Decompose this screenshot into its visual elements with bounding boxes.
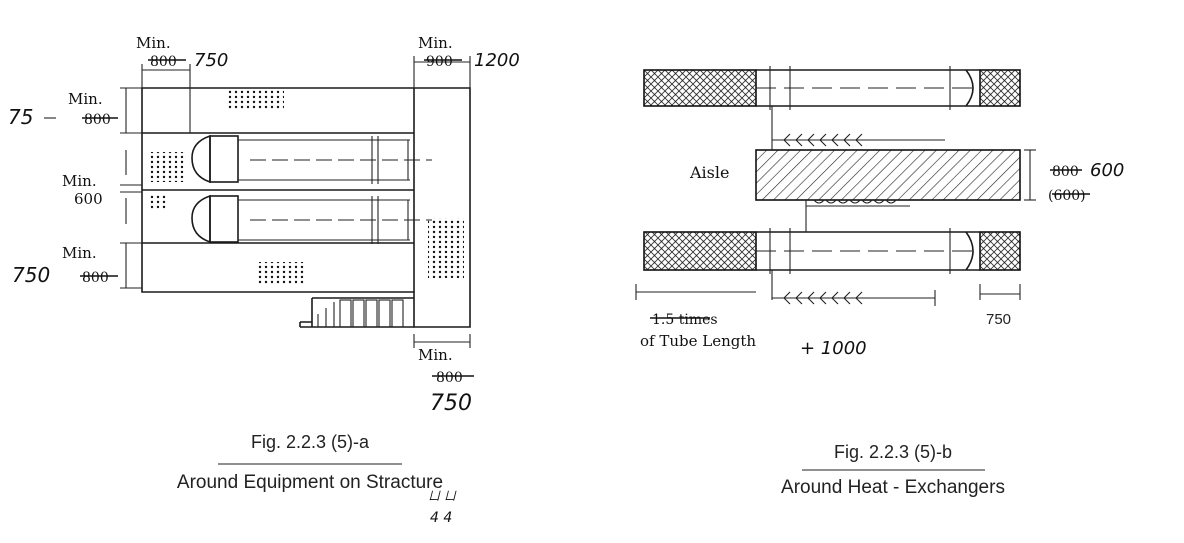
dim-new-value: + 1000 bbox=[800, 338, 867, 359]
dim-label-min: Min. bbox=[68, 90, 103, 108]
dim-old-value: 800 bbox=[1052, 164, 1079, 180]
dim-old-value: 1.5 times bbox=[652, 312, 718, 328]
dim-label-tube-length: of Tube Length bbox=[640, 332, 756, 350]
aisle-label: Aisle bbox=[689, 163, 729, 182]
stipple-area bbox=[228, 90, 284, 110]
dim-new-value: 1200 bbox=[474, 50, 520, 71]
dim-new-value: 600 bbox=[1090, 160, 1124, 181]
annotation-letters: ㄩ ㄩ bbox=[428, 489, 457, 503]
figure-a-caption-title: Fig. 2.2.3 (5)-a bbox=[251, 432, 370, 452]
exchanger-shell-2 bbox=[191, 194, 432, 244]
dim-old-value: 800 bbox=[436, 370, 463, 386]
heat-exchanger-top bbox=[643, 66, 1021, 110]
figure-a: Min. 800 750 Min. 900 1200 Min. 75 800 M… bbox=[8, 34, 520, 526]
stairs bbox=[299, 297, 414, 328]
stipple-area bbox=[428, 218, 464, 278]
stipple-area bbox=[148, 194, 168, 210]
dim-label-min: Min. bbox=[136, 34, 171, 52]
figure-b-caption-title: Fig. 2.2.3 (5)-b bbox=[834, 442, 952, 462]
dim-paren-value: (600) bbox=[1048, 188, 1086, 204]
dim-old-value: 800 bbox=[84, 112, 111, 128]
dim-new-value: 75 bbox=[8, 105, 33, 129]
dim-value: 750 bbox=[986, 311, 1011, 328]
exchanger-shell-1 bbox=[191, 134, 432, 184]
annotation-digits: 4 4 bbox=[430, 510, 452, 526]
dim-label-min: Min. bbox=[62, 172, 97, 190]
heat-exchanger-bottom bbox=[643, 228, 1021, 274]
figure-b: Aisle 800 600 (600) bbox=[635, 66, 1124, 498]
figure-b-caption-subtitle: Around Heat - Exchangers bbox=[781, 477, 1005, 498]
dim-new-value: 750 bbox=[194, 50, 228, 71]
dim-label-min: Min. bbox=[418, 346, 453, 364]
figure-a-caption-subtitle: Around Equipment on Stracture bbox=[177, 472, 443, 493]
dim-old-value: 800 bbox=[82, 270, 109, 286]
stipple-area bbox=[148, 152, 184, 182]
aisle-block bbox=[755, 149, 1021, 201]
dim-label-min: Min. bbox=[62, 244, 97, 262]
dim-old-value: 800 bbox=[150, 54, 177, 70]
structure-outline bbox=[141, 87, 471, 328]
dim-value: 600 bbox=[74, 190, 103, 208]
dim-old-value: 900 bbox=[426, 54, 453, 70]
stipple-area bbox=[256, 262, 304, 284]
dim-new-value: 750 bbox=[430, 391, 472, 416]
dim-label-min: Min. bbox=[418, 34, 453, 52]
dim-new-value: 750 bbox=[12, 263, 50, 287]
